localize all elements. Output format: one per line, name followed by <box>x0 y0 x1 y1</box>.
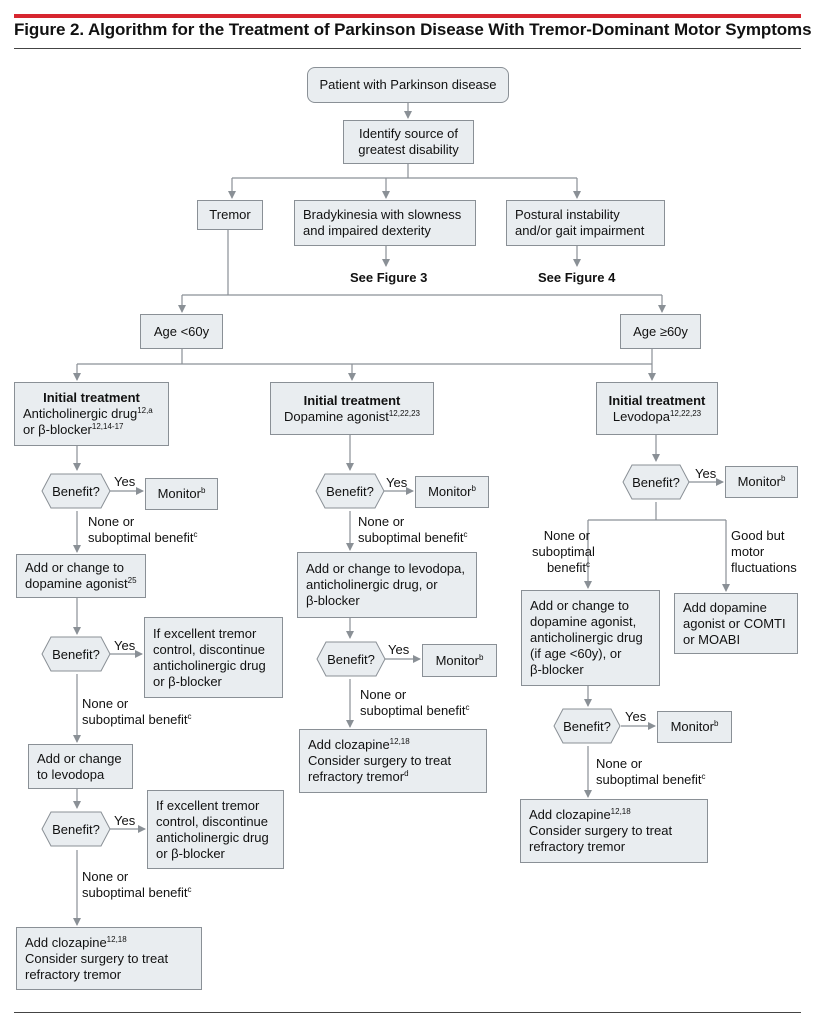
tremor-node: Tremor <box>197 200 263 230</box>
middle-clozapine-node: Add clozapine12,18 Consider surgery to t… <box>299 729 487 793</box>
right-initial-treatment-node: Initial treatment Levodopa12,22,23 <box>596 382 718 435</box>
figure-title: Figure 2. Algorithm for the Treatment of… <box>14 20 812 39</box>
age-under-60-node: Age <60y <box>140 314 223 349</box>
right-monitor-node-2: Monitorb <box>657 711 732 743</box>
left-benefit-decision-2: Benefit? <box>41 636 111 672</box>
age-60-plus-node: Age ≥60y <box>620 314 701 349</box>
left-dopamine-agonist-node: Add or change to dopamine agonist25 <box>16 554 146 598</box>
right-add-agonist-node: Add or change to dopamine agonist, antic… <box>521 590 660 686</box>
middle-yes-label-1: Yes <box>386 475 408 490</box>
title-accent-bar <box>14 14 801 18</box>
right-comti-moabi-node: Add dopamine agonist or COMTI or MOABI <box>674 593 798 654</box>
start-node: Patient with Parkinson disease <box>307 67 509 103</box>
left-yes-label-2: Yes <box>114 638 136 653</box>
middle-monitor-node-1: Monitorb <box>415 476 489 508</box>
left-yes-label-3: Yes <box>114 813 136 828</box>
left-excellent-tremor-node-2: If excellent tremor control, discontinue… <box>147 790 284 869</box>
middle-initial-treatment-node: Initial treatment Dopamine agonist12,22,… <box>270 382 434 435</box>
middle-none-label-2: None or suboptimal benefitc <box>360 687 470 718</box>
right-yes-label-1: Yes <box>695 466 717 481</box>
title-rule <box>14 48 801 49</box>
left-none-label-2: None or suboptimal benefitc <box>82 696 192 727</box>
right-good-fluctuations-label: Good but motor fluctuations <box>731 528 797 575</box>
left-yes-label-1: Yes <box>114 474 136 489</box>
bottom-rule <box>14 1012 801 1013</box>
right-benefit-decision-2: Benefit? <box>553 708 621 744</box>
identify-disability-node: Identify source of greatest disability <box>343 120 474 164</box>
left-initial-treatment-node: Initial treatment Anticholinergic drug12… <box>14 382 169 446</box>
middle-monitor-node-2: Monitorb <box>422 644 497 677</box>
middle-none-label-1: None or suboptimal benefitc <box>358 514 468 545</box>
left-none-label-1: None or suboptimal benefitc <box>88 514 198 545</box>
left-monitor-node: Monitorb <box>145 478 218 510</box>
middle-yes-label-2: Yes <box>388 642 410 657</box>
middle-benefit-decision-2: Benefit? <box>316 641 386 677</box>
see-figure-4-label: See Figure 4 <box>538 270 616 285</box>
bradykinesia-node: Bradykinesia with slowness and impaired … <box>294 200 476 246</box>
see-figure-3-label: See Figure 3 <box>350 270 428 285</box>
postural-instability-node: Postural instability and/or gait impairm… <box>506 200 665 246</box>
left-levodopa-node: Add or change to levodopa <box>28 744 133 789</box>
middle-benefit-decision-1: Benefit? <box>315 473 385 509</box>
left-benefit-decision-3: Benefit? <box>41 811 111 847</box>
left-excellent-tremor-node-1: If excellent tremor control, discontinue… <box>144 617 283 698</box>
left-benefit-decision-1: Benefit? <box>41 473 111 509</box>
right-benefit-decision-1: Benefit? <box>622 464 690 500</box>
right-clozapine-node: Add clozapine12,18 Consider surgery to t… <box>520 799 708 863</box>
right-monitor-node-1: Monitorb <box>725 466 798 498</box>
left-none-label-3: None or suboptimal benefitc <box>82 869 192 900</box>
right-none-label-2: None or suboptimal benefitc <box>596 756 706 787</box>
right-yes-label-2: Yes <box>625 709 647 724</box>
right-none-label-1: None or suboptimal benefitc <box>532 528 595 575</box>
middle-add-levodopa-node: Add or change to levodopa, anticholinerg… <box>297 552 477 618</box>
left-clozapine-node: Add clozapine12,18 Consider surgery to t… <box>16 927 202 990</box>
